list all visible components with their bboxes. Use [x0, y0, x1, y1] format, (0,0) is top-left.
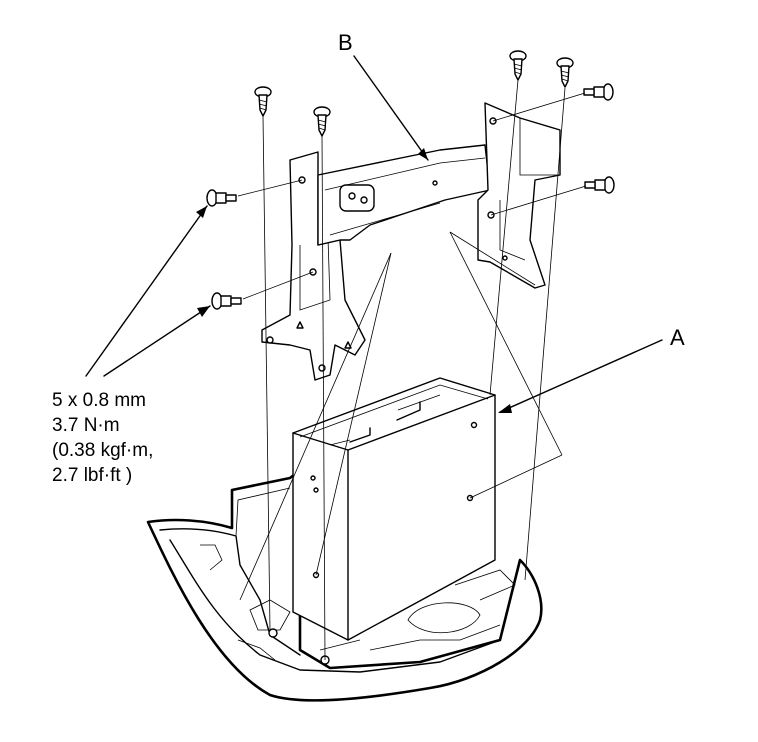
alignment-lines: [237, 79, 587, 661]
torque-spec: 5 x 0.8 mm 3.7 N·m (0.38 kgf·m, 2.7 lbf·…: [52, 390, 153, 486]
torque-spec-lbf: 2.7 lbf·ft ): [52, 465, 132, 486]
unit-a: [292, 377, 496, 641]
flange-bolt-icon: [211, 292, 242, 310]
center-panel: [146, 468, 543, 702]
flange-bolt-icon: [206, 189, 237, 207]
tapping-screw-icon: [556, 57, 574, 88]
bracket-b: [261, 102, 561, 381]
callout-b-label: B: [338, 30, 353, 55]
callout-a-label: A: [670, 325, 685, 350]
torque-spec-newton: 3.7 N·m: [52, 415, 120, 436]
torque-spec-thread: 5 x 0.8 mm: [52, 390, 146, 411]
flange-bolt-icon: [583, 83, 614, 101]
tapping-screw-icon: [509, 50, 527, 81]
tapping-screw-icon: [254, 86, 272, 117]
callout-b: B: [338, 30, 429, 161]
flange-bolt-icon: [584, 176, 615, 194]
torque-spec-leaders: [85, 205, 211, 377]
torque-spec-kgf: (0.38 kgf·m,: [52, 440, 153, 461]
callout-a: A: [498, 325, 685, 413]
tapping-screw-icon: [313, 106, 331, 137]
mount-hole-icon: [268, 628, 278, 638]
